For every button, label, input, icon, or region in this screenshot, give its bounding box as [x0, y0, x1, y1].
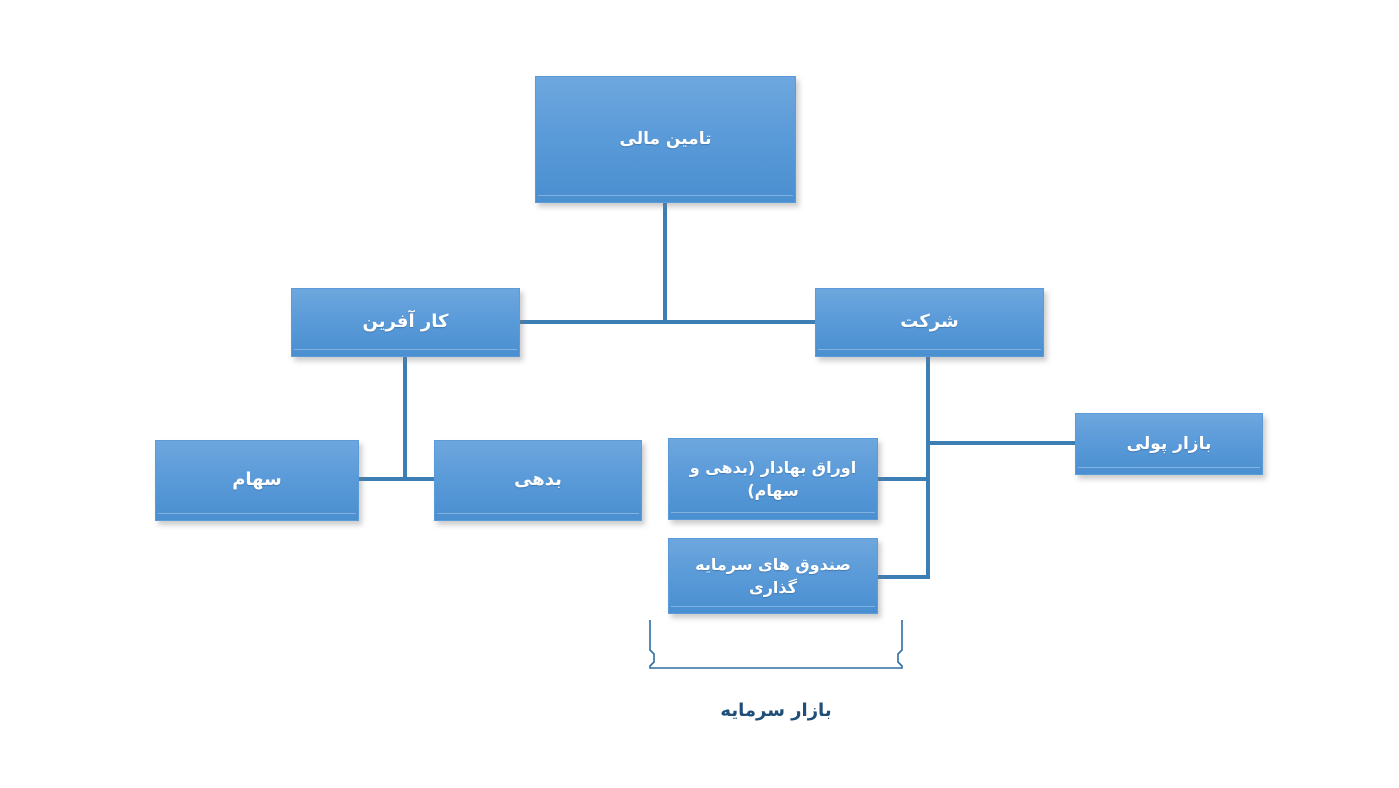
node-company[interactable]: شرکت [815, 288, 1044, 357]
node-debt[interactable]: بدهی [434, 440, 642, 521]
node-entrepreneur[interactable]: کار آفرین [291, 288, 520, 357]
connector-level2-horizontal-bar [518, 320, 817, 324]
node-money-market[interactable]: بازار پولی [1075, 413, 1263, 475]
capital-market-label: بازار سرمایه [720, 700, 832, 721]
node-equity-label: سهام [232, 469, 282, 491]
connector-financing-to-level2 [663, 201, 667, 322]
node-money-market-label: بازار پولی [1126, 433, 1212, 454]
connector-entrepreneur-down [403, 355, 407, 479]
node-debt-label: بدهی [514, 469, 562, 491]
node-investment-funds-label: صندوق های سرمایه گذاری [695, 554, 851, 597]
node-equity[interactable]: سهام [155, 440, 359, 521]
node-company-label: شرکت [900, 311, 959, 333]
connector-company-to-funds [876, 575, 928, 579]
connector-company-to-money-market [928, 441, 1077, 445]
node-financing-label: تامین مالی [619, 129, 712, 150]
node-financing[interactable]: تامین مالی [535, 76, 796, 203]
node-securities[interactable]: اوراق بهادار (بدهی و سهام) [668, 438, 878, 520]
connector-entrepreneur-to-equity-debt [357, 477, 436, 481]
node-investment-funds[interactable]: صندوق های سرمایه گذاری [668, 538, 878, 614]
connector-company-down [926, 355, 930, 579]
node-entrepreneur-label: کار آفرین [362, 311, 449, 333]
capital-market-bracket-icon [648, 620, 904, 670]
node-securities-label: اوراق بهادار (بدهی و سهام) [689, 457, 857, 500]
connector-company-to-securities [876, 477, 928, 481]
